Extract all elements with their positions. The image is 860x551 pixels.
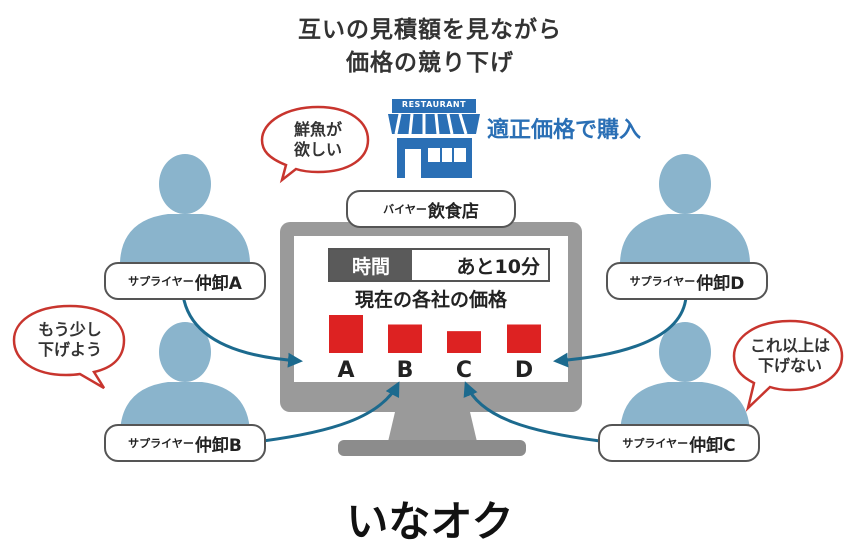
supplier-b-label: サプライヤー 仲卸B: [104, 424, 266, 462]
monitor-caption: 現在の各社の価格: [354, 289, 507, 311]
buyer-speech: 鮮魚が 欲しい: [268, 120, 368, 160]
timer-value: あと10分: [456, 255, 540, 278]
buyer-label: バイヤー 飲食店: [346, 190, 516, 228]
supplier-b-speech: もう少し 下げよう: [20, 320, 120, 360]
supplier-c-prefix: サプライヤー: [622, 437, 689, 450]
category-label-a: A: [337, 358, 354, 383]
supplier-b-name: 仲卸B: [194, 435, 242, 456]
price-bar-b: [388, 324, 422, 353]
category-label-c: C: [456, 358, 472, 383]
supplier-b-speech-bubble: [12, 304, 126, 390]
buyer-prefix: バイヤー: [383, 203, 427, 216]
supplier-a-label: サプライヤー 仲卸A: [104, 262, 266, 300]
category-label-b: B: [397, 358, 414, 383]
supplier-d-person-icon: [620, 154, 750, 262]
supplier-c-name: 仲卸C: [689, 435, 736, 456]
supplier-d-name: 仲卸D: [696, 273, 745, 294]
restaurant-icon: [388, 99, 480, 178]
price-bar-a: [329, 315, 363, 353]
header-line1: 互いの見積額を見ながら: [298, 17, 562, 43]
supplier-b-speech-line1: もう少し: [38, 320, 102, 339]
supplier-c-person-icon: [620, 322, 750, 432]
header-line2: 価格の競り下げ: [346, 50, 514, 76]
supplier-c-speech: これ以上は 下げない: [738, 336, 842, 376]
supplier-c-speech-line2: 下げない: [757, 356, 822, 375]
supplier-d-prefix: サプライヤー: [629, 275, 696, 288]
supplier-a-person-icon: [120, 154, 250, 262]
buyer-speech-line1: 鮮魚が: [293, 120, 342, 139]
supplier-c-speech-bubble: [732, 319, 844, 412]
buyer-speech-line2: 欲しい: [293, 140, 342, 159]
supplier-c-speech-line1: これ以上は: [749, 336, 830, 355]
price-bar-c: [447, 331, 481, 353]
supplier-a-name: 仲卸A: [194, 273, 242, 294]
price-bar-d: [507, 324, 541, 353]
supplier-a-prefix: サプライヤー: [128, 275, 194, 288]
timer-label: 時間: [330, 250, 412, 280]
buyer-name: 飲食店: [427, 201, 479, 222]
service-name: いなオク: [346, 497, 514, 546]
timer-panel: 時間 あと10分: [328, 248, 550, 282]
supplier-c-label: サプライヤー 仲卸C: [598, 424, 760, 462]
supplier-d-label: サプライヤー 仲卸D: [606, 262, 768, 300]
supplier-b-speech-line2: 下げよう: [37, 340, 102, 359]
price-bars: A B C D: [329, 315, 541, 383]
category-label-d: D: [515, 358, 533, 383]
supplier-b-prefix: サプライヤー: [128, 437, 194, 450]
restaurant-sign: RESTAURANT: [401, 100, 467, 109]
restaurant-caption: 適正価格で購入: [487, 118, 642, 143]
buyer-speech-bubble: [260, 105, 370, 184]
supplier-b-person-icon: [120, 322, 250, 432]
